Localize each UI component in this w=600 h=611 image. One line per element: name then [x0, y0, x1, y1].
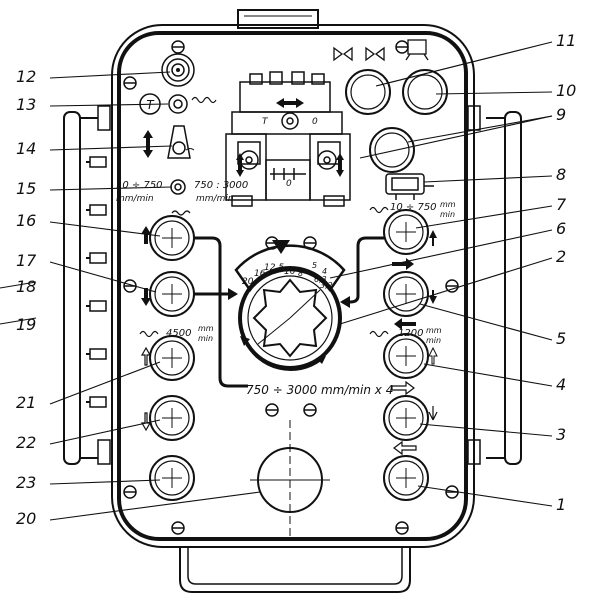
t-symbol-label: T	[146, 98, 155, 112]
gearbox-mark-bottom: 0	[286, 179, 292, 189]
switch-box-8[interactable]	[385, 173, 434, 200]
dial-scale-5: 6,3	[314, 275, 327, 284]
feed-range-high-label: 750 : 3000	[194, 180, 248, 191]
arrow-up-16	[141, 226, 151, 244]
rapid-right-value: 1200	[398, 328, 423, 339]
callout-7: 7	[556, 195, 567, 214]
callout-12: 12	[16, 67, 36, 86]
arrow-left-5	[394, 318, 416, 330]
button-16[interactable]	[149, 215, 195, 261]
dial-scale-2: 12,5	[264, 263, 284, 273]
feed-range-low-label: 10 ÷ 750	[116, 180, 163, 191]
rapid-left-value: 4500	[166, 328, 191, 339]
panel-inner-frame	[117, 31, 468, 541]
rapid-right-unit-top: mm	[426, 326, 442, 335]
push-button-10[interactable]	[402, 69, 448, 115]
dial-scale-8: 3,2	[320, 281, 333, 290]
callout-21: 21	[16, 393, 36, 412]
dial-scale-6: 5	[312, 261, 317, 270]
top-right-symbols	[333, 39, 429, 62]
callout-20: 20	[16, 509, 36, 528]
rapid-left-unit-bottom: min	[198, 334, 213, 343]
rapid-right-unit-bottom: min	[426, 336, 441, 345]
callout-13: 13	[16, 95, 36, 114]
top-cap	[237, 9, 319, 29]
main-switch-20[interactable]	[250, 420, 330, 540]
button-22[interactable]	[149, 395, 195, 441]
linkage-left-upper	[194, 236, 248, 388]
arrow-down-2	[429, 290, 437, 304]
feed-unit-high-label: mm/min	[196, 194, 234, 204]
dial-scale-7: 4	[322, 267, 327, 276]
button-5[interactable]	[383, 333, 429, 379]
button-7[interactable]	[383, 209, 429, 255]
screws	[123, 40, 459, 535]
dial-scale-4: 8	[298, 269, 303, 278]
callout-11: 11	[556, 31, 576, 50]
arrow-up-5	[428, 346, 438, 365]
button-17[interactable]	[149, 271, 195, 317]
callout-2: 2	[556, 247, 566, 266]
button-1[interactable]	[383, 455, 429, 501]
button-4[interactable]	[383, 395, 429, 441]
linkage-right-upper	[342, 236, 384, 304]
arrow-down-22	[140, 412, 152, 432]
callout-15: 15	[16, 179, 36, 198]
arrow-down-17	[141, 288, 151, 306]
right-upper-unit-top: mm	[440, 200, 456, 209]
arrow-right-4	[391, 380, 415, 396]
leader-lines	[0, 41, 553, 521]
signal-lamp-9	[369, 127, 415, 173]
callout-19: 19	[16, 315, 36, 334]
callout-6: 6	[556, 219, 566, 238]
callout-17: 17	[16, 251, 37, 270]
callout-22: 22	[16, 433, 36, 452]
button-2[interactable]	[383, 271, 429, 317]
indicator-dial-12	[161, 53, 195, 87]
gearbox-mark-right: 0	[312, 117, 318, 127]
gearbox-left-arrow	[236, 153, 244, 177]
callout-1: 1	[556, 495, 566, 514]
right-upper-unit-bottom: min	[440, 210, 455, 219]
callout-18: 18	[16, 277, 36, 296]
callout-5: 5	[556, 329, 566, 348]
side-connectors	[86, 156, 107, 408]
rapid-left-unit-top: mm	[198, 324, 214, 333]
button-21[interactable]	[149, 335, 195, 381]
callout-14: 14	[16, 139, 36, 158]
callout-16: 16	[16, 211, 36, 230]
gearbox-mark-left: T	[262, 117, 269, 127]
gearbox-right-arrow	[336, 153, 344, 177]
arrow-up-7	[429, 230, 437, 246]
feed-dial-6[interactable]	[234, 240, 346, 371]
arrow-down-4	[428, 406, 438, 421]
left-handle[interactable]	[63, 105, 111, 465]
feed-unit-low-label: mm/min	[116, 194, 154, 204]
dial-scale-1: 16	[254, 269, 266, 279]
callout-3: 3	[556, 425, 566, 444]
push-button-11[interactable]	[345, 69, 391, 115]
arrow-left-3	[393, 440, 417, 456]
right-handle[interactable]	[467, 105, 522, 465]
dial-scale-3: 10	[284, 267, 296, 277]
button-23[interactable]	[149, 455, 195, 501]
right-upper-range: 10 ÷ 750	[390, 202, 437, 213]
callout-8: 8	[556, 165, 566, 184]
lever-14[interactable]	[143, 125, 195, 159]
callout-4: 4	[556, 375, 566, 394]
arrow-up-21	[140, 346, 152, 366]
callout-23: 23	[16, 473, 36, 492]
dial-caption: 750 ÷ 3000 mm/min x 4	[246, 383, 393, 397]
callout-10: 10	[556, 81, 576, 100]
callout-9: 9	[556, 105, 566, 124]
dial-scale-0: 20	[242, 277, 254, 287]
gearbox-horizontal-arrow	[276, 98, 304, 108]
speed-selector-15[interactable]	[170, 179, 186, 195]
gearbox-block	[225, 71, 351, 207]
panel-outer-frame	[111, 24, 475, 548]
bottom-handle[interactable]	[179, 547, 411, 593]
